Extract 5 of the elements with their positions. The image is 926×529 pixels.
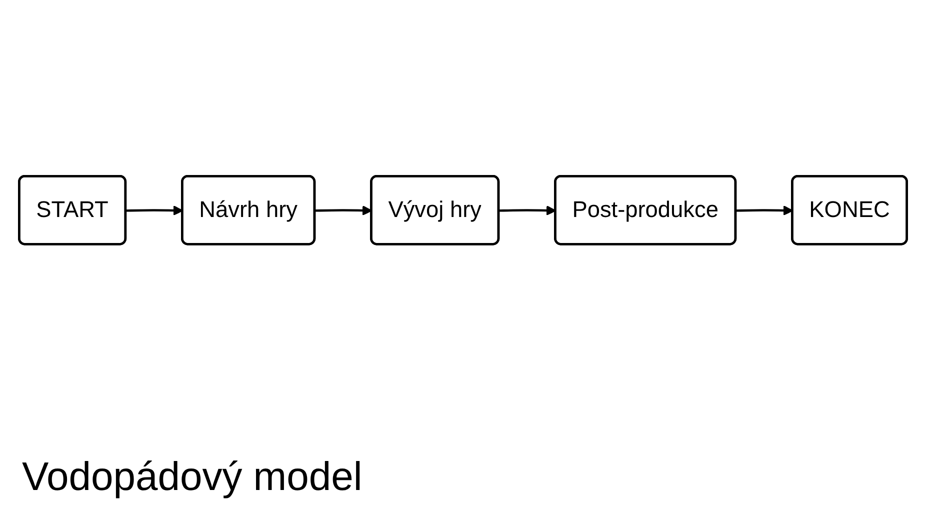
arrow	[315, 205, 372, 216]
arrow	[499, 205, 556, 216]
arrow	[736, 205, 794, 216]
arrow	[126, 205, 184, 216]
diagram-title: Vodopádový model	[22, 455, 362, 500]
